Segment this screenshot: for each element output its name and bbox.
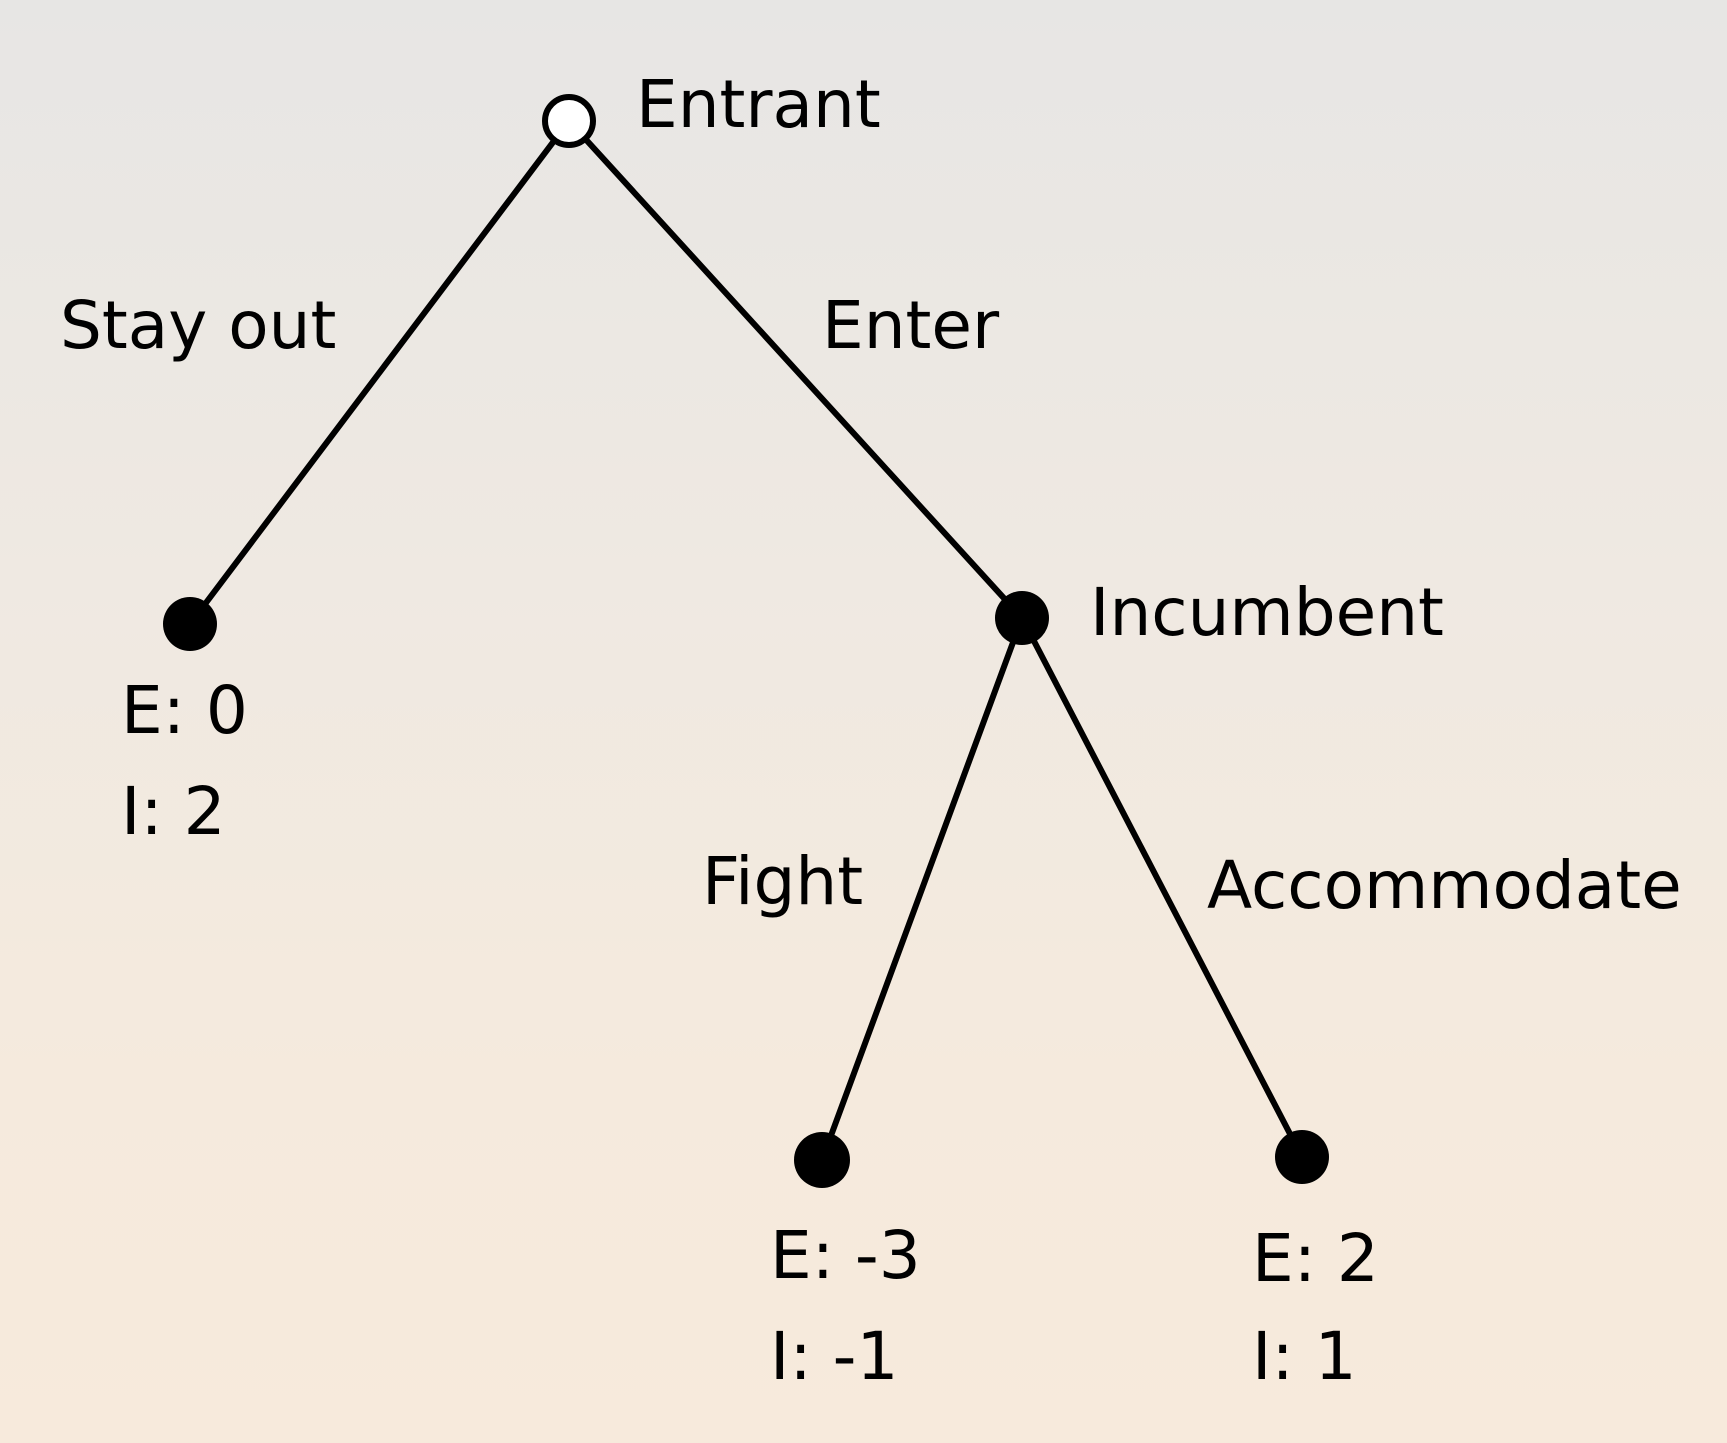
- edge-fight: [819, 615, 1025, 1163]
- stay-out-entrant-payoff: E: 0: [121, 672, 248, 749]
- stay-out-incumbent-payoff: I: 2: [121, 773, 226, 850]
- edge-accommodate: [1019, 615, 1305, 1160]
- edge-enter: [566, 118, 1025, 621]
- edge-stay-out: [187, 118, 572, 627]
- entrant-player-label: Entrant: [636, 66, 881, 143]
- fight-entrant-payoff: E: -3: [770, 1217, 921, 1294]
- fight-terminal-node: [794, 1132, 850, 1188]
- fight-incumbent-payoff: I: -1: [770, 1318, 899, 1395]
- stay-out-move-label: Stay out: [60, 287, 336, 364]
- entrant-decision-node: [542, 94, 596, 148]
- incumbent-decision-node: [995, 591, 1049, 645]
- stay-out-terminal-node: [163, 597, 217, 651]
- accommodate-terminal-node: [1275, 1130, 1329, 1184]
- incumbent-player-label: Incumbent: [1090, 574, 1444, 651]
- enter-move-label: Enter: [822, 287, 1000, 364]
- accommodate-incumbent-payoff: I: 1: [1252, 1318, 1357, 1395]
- accommodate-move-label: Accommodate: [1207, 847, 1682, 924]
- accommodate-entrant-payoff: E: 2: [1252, 1220, 1379, 1297]
- fight-move-label: Fight: [702, 843, 863, 920]
